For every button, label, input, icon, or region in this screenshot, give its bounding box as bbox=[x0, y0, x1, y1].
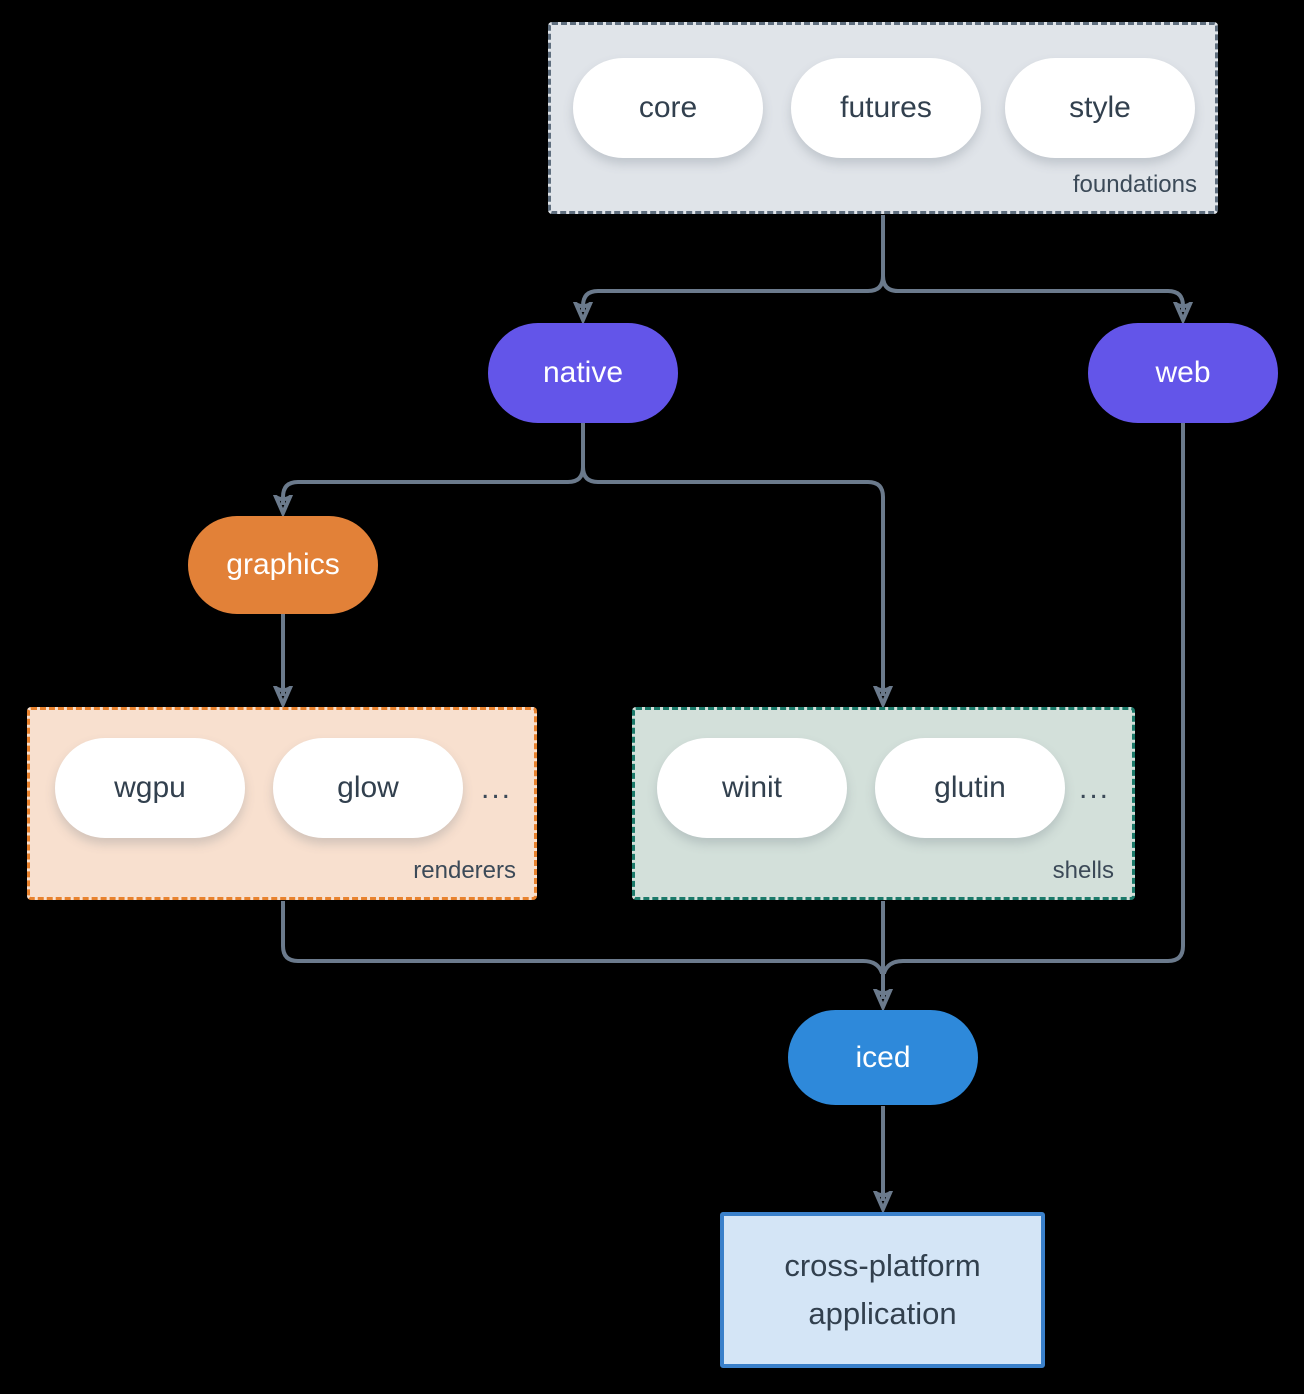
node-wgpu: wgpu bbox=[55, 738, 245, 838]
node-graphics: graphics bbox=[188, 516, 378, 614]
renderers-group: wgpu glow ... renderers bbox=[27, 707, 537, 900]
shells-group: winit glutin ... shells bbox=[632, 707, 1135, 900]
node-native-label: native bbox=[542, 356, 624, 389]
node-core-label: core bbox=[638, 91, 698, 124]
node-style-label: style bbox=[1069, 91, 1131, 124]
edge-foundations-web bbox=[881, 275, 1183, 312]
node-core: core bbox=[573, 58, 763, 158]
edge-native-shells bbox=[581, 466, 883, 696]
node-glutin-label: glutin bbox=[934, 771, 1006, 804]
edge-foundations-native bbox=[583, 215, 885, 312]
edge-renderers-merge bbox=[281, 901, 884, 974]
shells-ellipsis: ... bbox=[1078, 772, 1110, 805]
app-label-line1: cross-platform bbox=[784, 1248, 981, 1283]
node-graphics-label: graphics bbox=[226, 548, 340, 581]
app-label-line2: application bbox=[808, 1296, 957, 1331]
node-iced-label: iced bbox=[855, 1040, 911, 1074]
node-futures: futures bbox=[791, 58, 981, 158]
node-glow-label: glow bbox=[337, 771, 399, 804]
node-winit: winit bbox=[657, 738, 847, 838]
node-glow: glow bbox=[273, 738, 463, 838]
node-web: web bbox=[1088, 323, 1278, 423]
shells-group-label: shells bbox=[1052, 857, 1114, 884]
renderers-ellipsis: ... bbox=[480, 772, 512, 805]
edge-native-graphics bbox=[283, 423, 585, 505]
node-wgpu-label: wgpu bbox=[114, 771, 186, 804]
node-futures-label: futures bbox=[840, 91, 932, 124]
node-glutin: glutin bbox=[875, 738, 1065, 838]
foundations-group: core futures style foundations bbox=[548, 22, 1218, 214]
node-style: style bbox=[1005, 58, 1195, 158]
cross-platform-application-box: cross-platform application bbox=[720, 1212, 1045, 1368]
node-web-label: web bbox=[1155, 356, 1211, 389]
foundations-group-label: foundations bbox=[1072, 171, 1197, 198]
renderers-group-label: renderers bbox=[413, 857, 516, 884]
node-native: native bbox=[488, 323, 678, 423]
node-winit-label: winit bbox=[721, 771, 782, 804]
node-iced: iced bbox=[788, 1010, 978, 1105]
